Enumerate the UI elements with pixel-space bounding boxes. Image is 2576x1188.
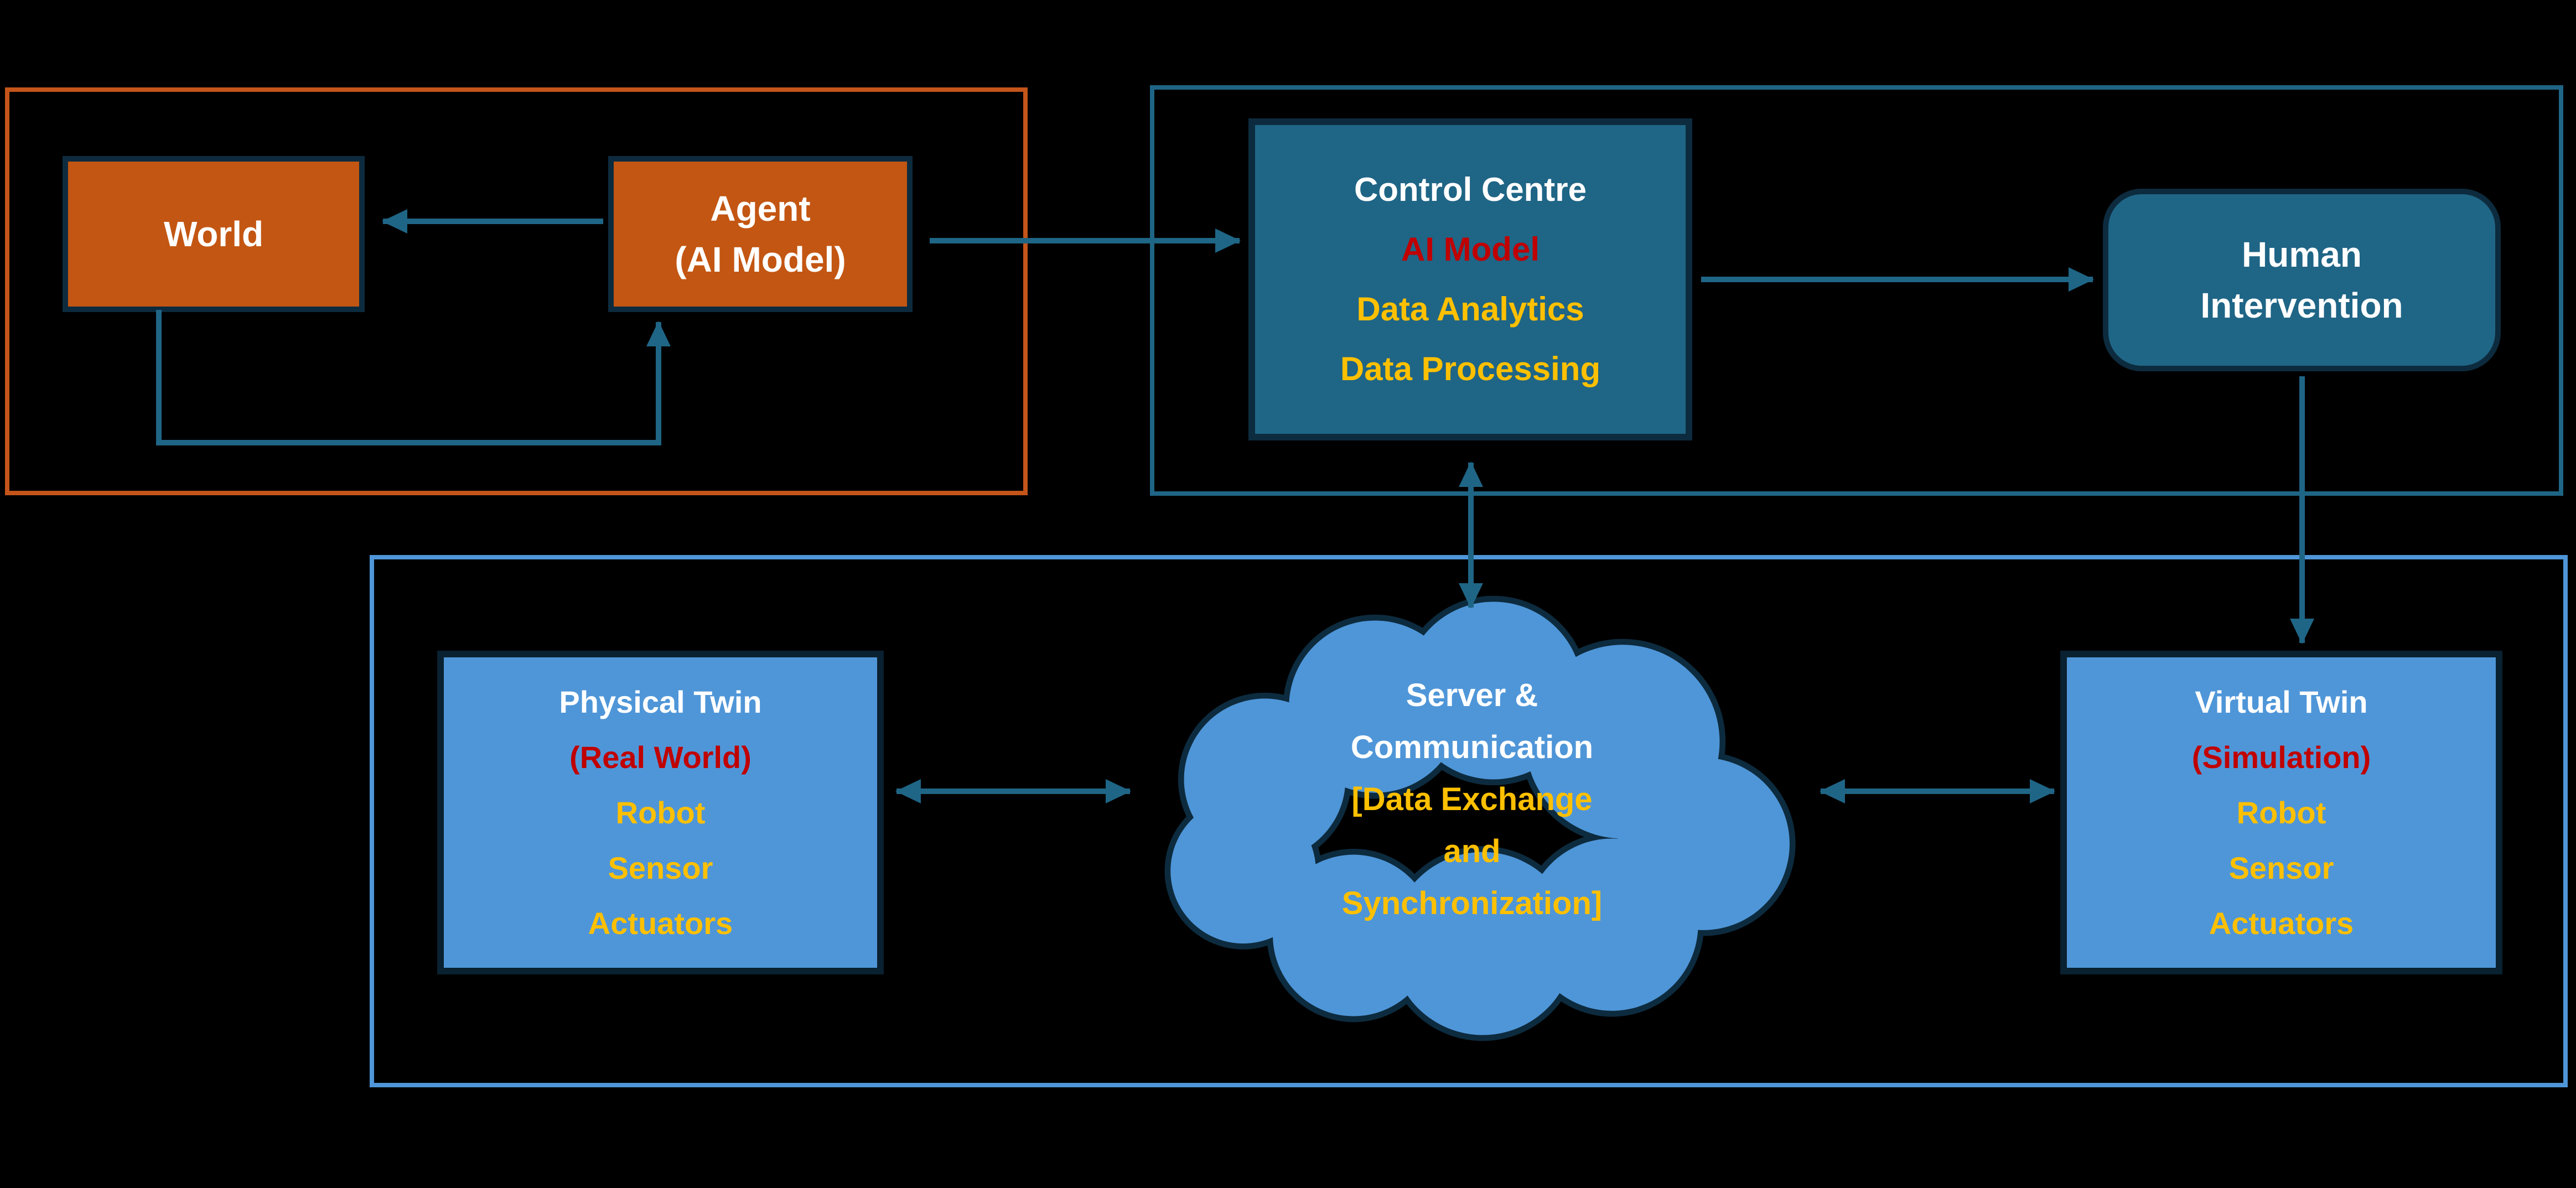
virtual-twin-subtitle: (Simulation) (2191, 739, 2371, 775)
control-centre-ai-model: AI Model (1401, 231, 1540, 268)
virtual-twin-item-robot: Robot (2236, 795, 2326, 830)
agent-world-group-box (5, 87, 1028, 495)
physical-twin-item-actuators: Actuators (588, 905, 733, 941)
server-cloud-icon (1164, 595, 1796, 1041)
control-centre-data-processing: Data Processing (1340, 350, 1601, 387)
server-cloud-label: Server & Communication [Data Exchange an… (1195, 670, 1749, 930)
virtual-twin-title: Virtual Twin (2195, 684, 2368, 719)
human-intervention-box: Human Intervention (2103, 189, 2501, 371)
control-centre-data-analytics: Data Analytics (1356, 290, 1584, 328)
physical-twin-box: Physical Twin (Real World) Robot Sensor … (437, 651, 884, 974)
virtual-twin-item-actuators: Actuators (2209, 905, 2354, 941)
cloud-label-line3: [Data Exchange (1351, 781, 1593, 817)
agent-label-line2: (AI Model) (675, 240, 846, 279)
virtual-twin-box: Virtual Twin (Simulation) Robot Sensor A… (2060, 651, 2502, 974)
human-intervention-line2: Intervention (2200, 286, 2403, 325)
world-box: World (63, 156, 365, 312)
virtual-twin-item-sensor: Sensor (2228, 850, 2334, 885)
physical-twin-item-robot: Robot (615, 795, 706, 830)
physical-twin-item-sensor: Sensor (608, 850, 713, 885)
physical-twin-subtitle: (Real World) (569, 739, 751, 775)
human-intervention-line1: Human (2242, 235, 2362, 274)
cloud-label-line1: Server & (1406, 677, 1538, 713)
control-centre-title: Control Centre (1354, 171, 1587, 208)
control-centre-box: Control Centre AI Model Data Analytics D… (1248, 118, 1692, 440)
agent-label-line1: Agent (710, 189, 811, 229)
cloud-label-line4: and (1443, 833, 1501, 869)
physical-twin-title: Physical Twin (559, 684, 762, 719)
cloud-label-line5: Synchronization] (1341, 885, 1603, 921)
control-centre-group-box (1150, 85, 2563, 496)
cloud-label-line2: Communication (1350, 729, 1594, 765)
agent-box: Agent (AI Model) (608, 156, 913, 312)
world-label: World (163, 214, 264, 254)
